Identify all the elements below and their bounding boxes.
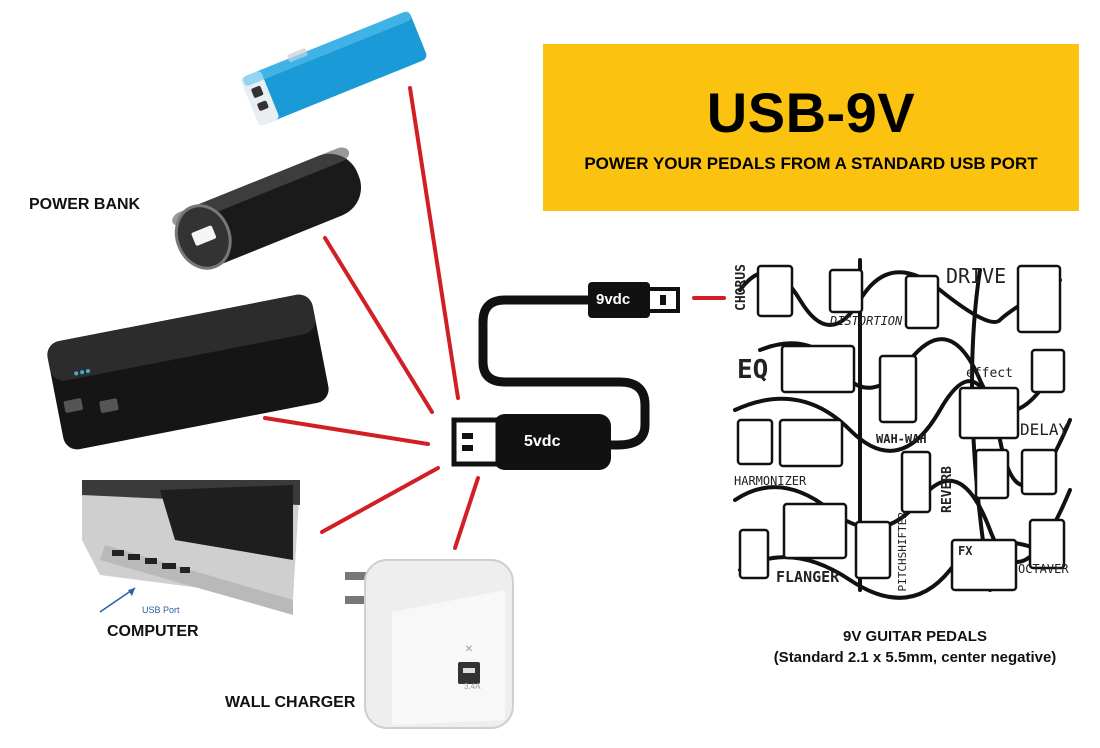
charger-prong-bottom [345,596,375,604]
wall-charger: ✕ [345,559,514,729]
usb-port-2 [128,554,140,560]
barrel-plug-body [588,282,650,318]
line-blue-power-bank [408,86,460,400]
usb-plug-body [493,414,611,470]
output-voltage-label: 9vdc [596,291,631,308]
wall-charger-label: WALL CHARGER [225,694,356,711]
computer-label: COMPUTER [107,623,199,640]
banner-title: USB-9V [706,81,916,144]
doodle-word-fx: FX [958,544,973,558]
doodle-word-chorus: CHORUS [734,264,749,311]
doodle-word-drive: DRIVE [946,264,1007,288]
doodle-word-harmonizer: HARMONIZER [734,474,807,488]
black-power-bank [172,147,362,270]
pedals-caption-line1: 9V GUITAR PEDALS [843,628,987,645]
doodle-word-eq: EQ [737,355,769,385]
usb-port-arrow [99,587,136,613]
laptop-computer [82,480,300,615]
charger-prong-top [345,572,375,580]
title-banner [543,44,1079,211]
line-large-power-bank [263,416,430,446]
large-power-bank [47,294,329,450]
doodle-word-reverb: REVERB [940,466,955,513]
charger-logo: ✕ [465,644,473,655]
doodle-word-wah-wah: WAH-WAH [876,432,927,446]
blue-power-bank [241,11,427,126]
usb-a-connector [451,417,501,467]
usb-port-note: USB Port [142,605,180,615]
pedals-doodle [728,252,1072,600]
doodle-word-pitchshifter: PITCHSHIFTER [896,512,909,592]
doodle-word-flanger: FLANGER [776,568,840,586]
power-bank-label: POWER BANK [29,196,141,213]
line-wall-charger [453,476,480,550]
doodle-word-distortion: DISTORTION [830,314,903,328]
line-computer [320,466,440,534]
charger-rating: 3.4A [464,682,481,691]
doodle-word-delay: DELAY [1020,420,1069,439]
input-voltage-label: 5vdc [524,433,561,450]
usb-plug [451,414,611,470]
pedals-caption-line2: (Standard 2.1 x 5.5mm, center negative) [773,649,1057,666]
usb-port-1 [112,550,124,556]
doodle-pedals [736,264,1066,592]
connector-lines [263,86,726,550]
doodle-word-effect: effect [966,366,1013,381]
usb-cable [478,295,650,450]
barrel-plug [588,282,680,318]
banner-subtitle: POWER YOUR PEDALS FROM A STANDARD USB PO… [584,154,1038,173]
pedals-caption: 9V GUITAR PEDALS (Standard 2.1 x 5.5mm, … [735,626,1095,668]
line-black-power-bank [323,236,434,414]
doodle-word-octaver: OCTAVER [1018,562,1069,576]
